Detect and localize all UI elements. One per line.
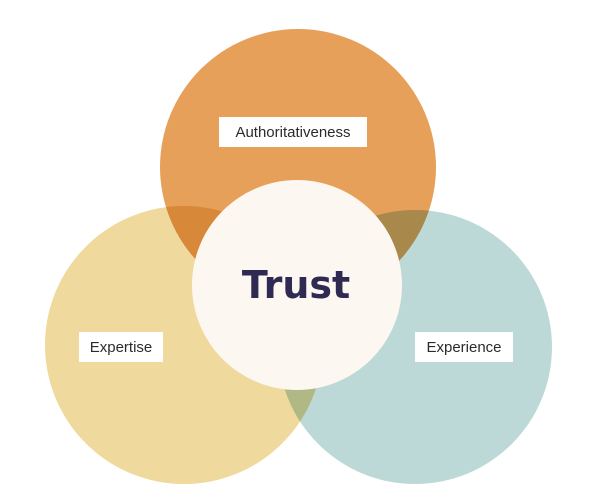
authoritativeness-label: Authoritativeness (219, 117, 367, 147)
expertise-label-text: Expertise (90, 339, 153, 356)
trust-circle (192, 180, 402, 390)
authoritativeness-label-text: Authoritativeness (235, 124, 350, 141)
trust-label: Trust (242, 263, 350, 307)
experience-label-text: Experience (426, 339, 501, 356)
experience-label: Experience (415, 332, 513, 362)
expertise-label: Expertise (79, 332, 163, 362)
